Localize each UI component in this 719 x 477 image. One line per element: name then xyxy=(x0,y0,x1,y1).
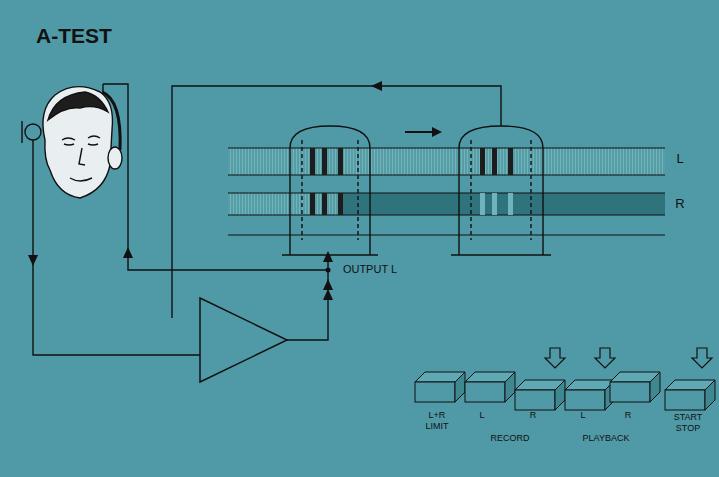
track-label: R xyxy=(670,196,690,211)
key-label: R xyxy=(526,410,540,421)
tape xyxy=(228,148,665,235)
key-group-label: PLAYBACK xyxy=(576,433,636,444)
microphone-symbol xyxy=(22,121,41,145)
diagram-title: A-TEST xyxy=(36,24,112,48)
tape-heads xyxy=(282,126,551,255)
amplifier-symbol xyxy=(200,298,287,382)
track-label: L xyxy=(670,151,690,166)
output-label: OUTPUT L xyxy=(335,263,405,275)
tape-direction-arrow xyxy=(405,127,442,137)
key-group-label: RECORD xyxy=(480,433,540,444)
key-label: L xyxy=(475,410,489,421)
listener-head xyxy=(43,84,122,198)
key-label: R xyxy=(621,410,635,421)
key-label: L xyxy=(576,410,590,421)
key-label: START STOP xyxy=(671,412,705,435)
control-keys xyxy=(415,348,715,410)
wires xyxy=(33,84,501,355)
key-label: L+R LIMIT xyxy=(421,410,453,433)
signal-arrows xyxy=(28,81,382,300)
